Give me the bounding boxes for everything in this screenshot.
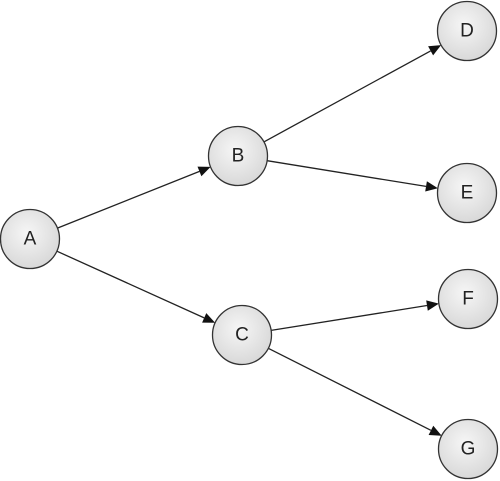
edge-c-g-arrowhead (428, 425, 442, 436)
node-b: B (207, 125, 269, 187)
edge-a-c (56, 250, 216, 323)
node-g: G (437, 418, 499, 480)
edge-b-e (266, 160, 438, 192)
edge-b-e-arrowhead (425, 181, 438, 192)
edge-a-b (57, 166, 211, 229)
edges-layer (56, 45, 442, 436)
node-g-circle (437, 418, 499, 480)
edge-c-g (268, 347, 442, 436)
edge-c-f (270, 300, 439, 332)
edge-b-d-arrowhead (428, 45, 442, 56)
edge-a-b-line (57, 170, 200, 229)
edge-a-b-arrowhead (197, 166, 211, 177)
edge-b-d (263, 45, 442, 143)
node-a: A (0, 208, 61, 270)
edge-b-d-line (263, 50, 431, 143)
edge-a-c-arrowhead (202, 313, 216, 323)
node-e-label: E (461, 183, 474, 204)
node-d-label: D (460, 21, 474, 42)
edge-b-e-line (266, 160, 427, 188)
node-a-circle (0, 208, 61, 270)
node-f-label: F (462, 289, 474, 310)
node-e-circle (436, 162, 498, 224)
edge-c-f-line (270, 304, 428, 332)
node-f: F (437, 268, 499, 330)
edge-a-c-line (56, 250, 205, 319)
node-c-circle (211, 304, 273, 366)
edge-c-g-line (268, 347, 432, 431)
node-f-circle (437, 268, 499, 330)
node-c: C (211, 304, 273, 366)
node-a-label: A (24, 229, 37, 250)
node-b-label: B (232, 146, 245, 167)
node-e: E (436, 162, 498, 224)
node-b-circle (207, 125, 269, 187)
edge-c-f-arrowhead (426, 300, 439, 311)
node-d: D (436, 0, 498, 62)
node-g-label: G (461, 439, 476, 460)
node-c-label: C (235, 325, 249, 346)
node-d-circle (436, 0, 498, 62)
